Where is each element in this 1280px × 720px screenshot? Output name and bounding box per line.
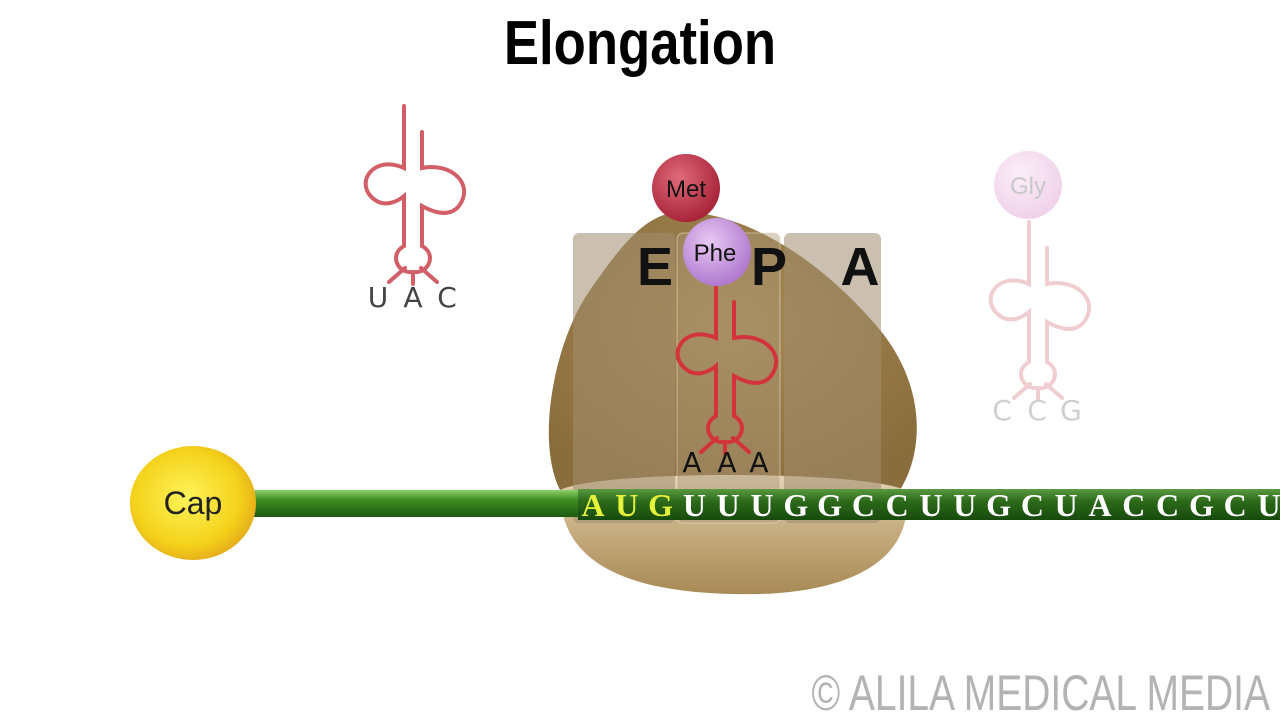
- mrna-base: C: [1156, 487, 1179, 523]
- mrna-base: G: [648, 487, 673, 523]
- trna-departed: U A C: [363, 104, 467, 314]
- site-label-e: E: [637, 237, 673, 297]
- a-site: [784, 233, 881, 523]
- trna-incoming: Gly C C G: [988, 151, 1092, 427]
- title: Elongation: [504, 9, 776, 78]
- mrna-base: U: [683, 487, 706, 523]
- mrna-coding-region: [578, 489, 1280, 520]
- anticodon-base: A: [682, 446, 701, 479]
- mrna-base: U: [615, 487, 638, 523]
- mrna-base: A: [1088, 487, 1111, 523]
- mrna-base: U: [1257, 487, 1280, 523]
- mrna-base: C: [1224, 487, 1247, 523]
- trna-p-site: A A A Met Phe: [652, 154, 779, 479]
- mrna-base: G: [817, 487, 842, 523]
- amino-acid-label: Gly: [1010, 173, 1046, 200]
- watermark: © ALILA MEDICAL MEDIA: [811, 664, 1270, 720]
- mrna-base: A: [581, 487, 604, 523]
- amino-acid-label: Met: [666, 176, 706, 203]
- amino-acid-label: Phe: [694, 240, 737, 267]
- anticodon-base: G: [1060, 394, 1082, 427]
- amino-acid-phe: [683, 218, 751, 286]
- site-label-a: A: [841, 237, 880, 297]
- anticodon-base: U: [368, 281, 389, 314]
- anticodon-base: C: [992, 394, 1012, 427]
- mrna-base: C: [852, 487, 875, 523]
- anticodon-base: C: [1027, 394, 1047, 427]
- mrna-base: C: [1122, 487, 1145, 523]
- site-label-p: P: [751, 237, 787, 297]
- mrna-base: U: [1055, 487, 1078, 523]
- anticodon-base: A: [749, 446, 768, 479]
- mrna-base: U: [919, 487, 942, 523]
- mrna-base: G: [1189, 487, 1214, 523]
- mrna-backbone: [240, 490, 580, 517]
- mrna-base: G: [783, 487, 808, 523]
- e-site: [573, 233, 675, 523]
- amino-acid-gly: [994, 151, 1062, 219]
- mrna-base: C: [1021, 487, 1044, 523]
- cap-label: Cap: [164, 485, 223, 521]
- amino-acid-met: [652, 154, 720, 222]
- mrna-base: U: [953, 487, 976, 523]
- mrna-base: U: [750, 487, 773, 523]
- mrna-base: U: [717, 487, 740, 523]
- anticodon-base: A: [717, 446, 736, 479]
- mrna-base: C: [886, 487, 909, 523]
- anticodon-base: A: [403, 281, 422, 314]
- five-prime-cap: Cap: [130, 446, 256, 560]
- mrna-base: G: [986, 487, 1011, 523]
- anticodon-base: C: [437, 281, 457, 314]
